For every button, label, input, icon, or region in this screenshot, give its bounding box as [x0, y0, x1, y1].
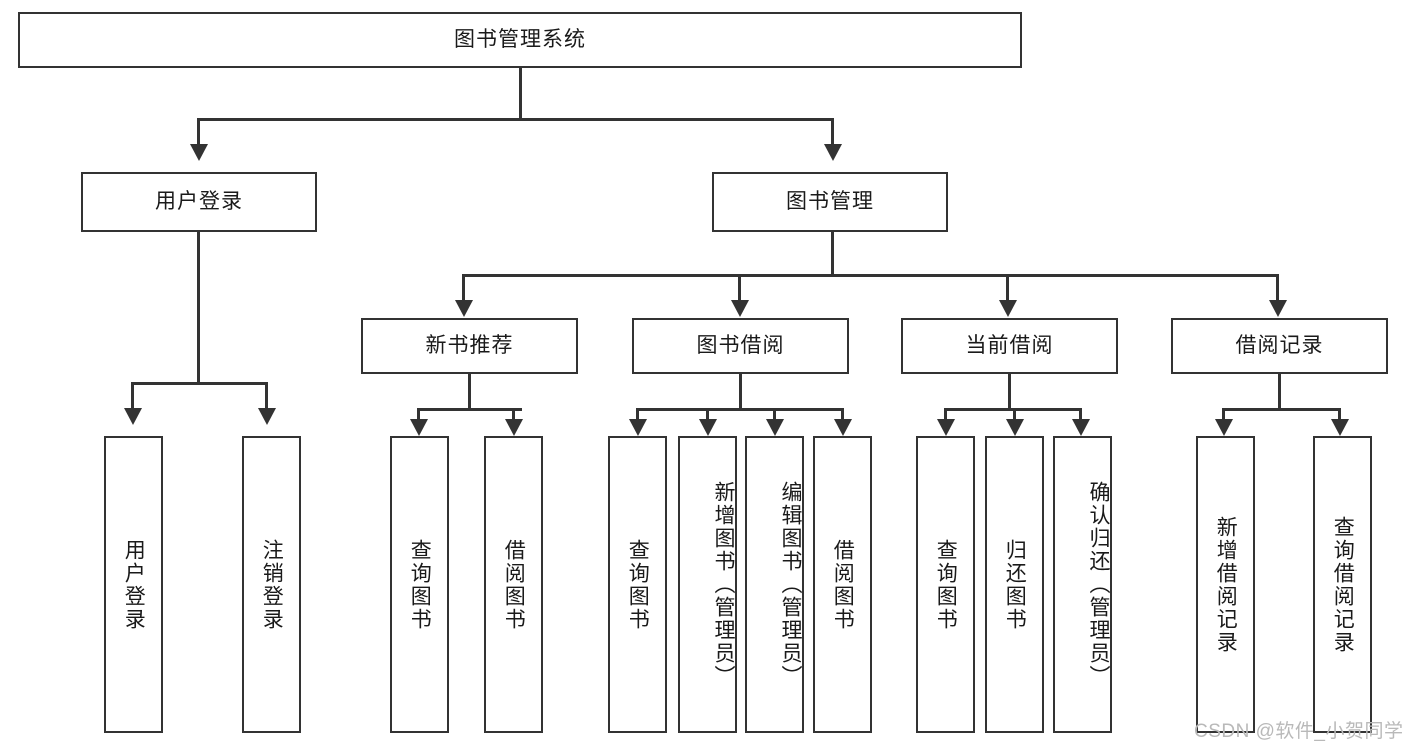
arrow-to-leaf-nbr-1	[505, 419, 523, 436]
edge-to-book-borrow	[738, 274, 741, 302]
arrow-to-leaf-user-login	[124, 408, 142, 425]
node-label: 查询图书	[408, 538, 432, 631]
edge-book-borrow-bus	[636, 408, 844, 411]
leaf-logout[interactable]: 注销登录	[242, 436, 301, 733]
node-label: 查询借阅记录	[1331, 515, 1355, 654]
edge-to-leaf-bb-1	[706, 408, 709, 422]
node-label: 查询图书	[934, 538, 958, 631]
leaf-bb-borrow-book[interactable]: 借阅图书	[813, 436, 872, 733]
leaf-cb-confirm-return-admin[interactable]: 确认归还（管理员）	[1053, 436, 1112, 733]
edge-to-leaf-bb-3	[841, 408, 844, 422]
edge-root-to-user-login	[197, 118, 200, 146]
node-label: 用户登录	[122, 538, 146, 631]
edge-to-borrow-record	[1276, 274, 1279, 302]
edge-to-leaf-bb-2	[773, 408, 776, 422]
edge-new-book-stem	[468, 374, 471, 408]
arrow-to-book-borrow	[731, 300, 749, 317]
node-label: 图书管理系统	[454, 28, 586, 52]
node-label: 借阅记录	[1235, 334, 1324, 358]
edge-root-stem	[519, 68, 522, 118]
node-label: 图书借阅	[696, 334, 785, 358]
edge-to-leaf-cb-0	[944, 408, 947, 422]
arrow-to-current-borrow	[999, 300, 1017, 317]
arrow-to-leaf-logout	[258, 408, 276, 425]
leaf-nbr-borrow-book[interactable]: 借阅图书	[484, 436, 543, 733]
arrow-to-user-login	[190, 144, 208, 161]
edge-book-borrow-stem	[739, 374, 742, 408]
edge-to-leaf-user-login	[131, 382, 134, 410]
edge-to-new-book	[462, 274, 465, 302]
edge-book-mgmt-bus	[462, 274, 1278, 277]
node-label: 当前借阅	[965, 334, 1054, 358]
arrow-to-leaf-bb-3	[834, 419, 852, 436]
node-user-login[interactable]: 用户登录	[81, 172, 317, 232]
node-book-management[interactable]: 图书管理	[712, 172, 948, 232]
node-label: 新书推荐	[425, 334, 514, 358]
edge-borrow-record-bus	[1222, 408, 1341, 411]
node-label: 注销登录	[260, 538, 284, 631]
edge-current-borrow-stem	[1008, 374, 1011, 408]
edge-to-leaf-logout	[265, 382, 268, 410]
leaf-br-add-record[interactable]: 新增借阅记录	[1196, 436, 1255, 733]
leaf-cb-query-book[interactable]: 查询图书	[916, 436, 975, 733]
edge-to-leaf-bb-0	[636, 408, 639, 422]
edge-to-leaf-cb-1	[1013, 408, 1016, 422]
leaf-bb-edit-book-admin[interactable]: 编辑图书（管理员）	[745, 436, 804, 733]
arrow-to-leaf-nbr-0	[410, 419, 428, 436]
arrow-to-leaf-br-1	[1331, 419, 1349, 436]
node-current-borrow[interactable]: 当前借阅	[901, 318, 1118, 374]
edge-borrow-record-stem	[1278, 374, 1281, 408]
edge-book-mgmt-stem	[831, 232, 834, 274]
edge-to-leaf-nbr-1	[512, 408, 515, 422]
arrow-to-book-mgmt	[824, 144, 842, 161]
node-label: 新增借阅记录	[1214, 515, 1238, 654]
edge-to-leaf-br-1	[1338, 408, 1341, 422]
node-label: 编辑图书（管理员）	[779, 481, 802, 688]
node-root-system[interactable]: 图书管理系统	[18, 12, 1022, 68]
node-label: 归还图书	[1003, 538, 1027, 631]
node-label: 确认归还（管理员）	[1087, 481, 1110, 688]
arrow-to-leaf-br-0	[1215, 419, 1233, 436]
arrow-to-leaf-bb-2	[766, 419, 784, 436]
arrow-to-leaf-bb-0	[629, 419, 647, 436]
node-label: 图书管理	[786, 190, 874, 214]
node-label: 查询图书	[626, 538, 650, 631]
arrow-to-leaf-cb-1	[1006, 419, 1024, 436]
node-borrow-record[interactable]: 借阅记录	[1171, 318, 1388, 374]
edge-to-leaf-nbr-0	[417, 408, 420, 422]
node-book-borrow[interactable]: 图书借阅	[632, 318, 849, 374]
arrow-to-leaf-bb-1	[699, 419, 717, 436]
arrow-to-leaf-cb-2	[1072, 419, 1090, 436]
edge-to-current-borrow	[1006, 274, 1009, 302]
leaf-nbr-query-book[interactable]: 查询图书	[390, 436, 449, 733]
leaf-bb-add-book-admin[interactable]: 新增图书（管理员）	[678, 436, 737, 733]
node-label: 用户登录	[155, 190, 243, 214]
arrow-to-borrow-record	[1269, 300, 1287, 317]
node-label: 借阅图书	[502, 538, 526, 631]
arrow-to-new-book	[455, 300, 473, 317]
edge-to-leaf-cb-2	[1079, 408, 1082, 422]
leaf-br-query-record[interactable]: 查询借阅记录	[1313, 436, 1372, 733]
edge-user-login-bus	[131, 382, 267, 385]
watermark-text: CSDN @软件_小贺同学	[1194, 721, 1404, 742]
leaf-bb-query-book[interactable]: 查询图书	[608, 436, 667, 733]
edge-root-bus	[197, 118, 834, 121]
edge-new-book-bus	[417, 408, 522, 411]
node-label: 借阅图书	[831, 538, 855, 631]
edge-user-login-stem	[197, 232, 200, 382]
edge-to-leaf-br-0	[1222, 408, 1225, 422]
node-new-book-recommend[interactable]: 新书推荐	[361, 318, 578, 374]
arrow-to-leaf-cb-0	[937, 419, 955, 436]
leaf-cb-return-book[interactable]: 归还图书	[985, 436, 1044, 733]
node-label: 新增图书（管理员）	[712, 481, 735, 688]
edge-current-borrow-bus	[944, 408, 1081, 411]
edge-root-to-book-mgmt	[831, 118, 834, 146]
leaf-user-login[interactable]: 用户登录	[104, 436, 163, 733]
